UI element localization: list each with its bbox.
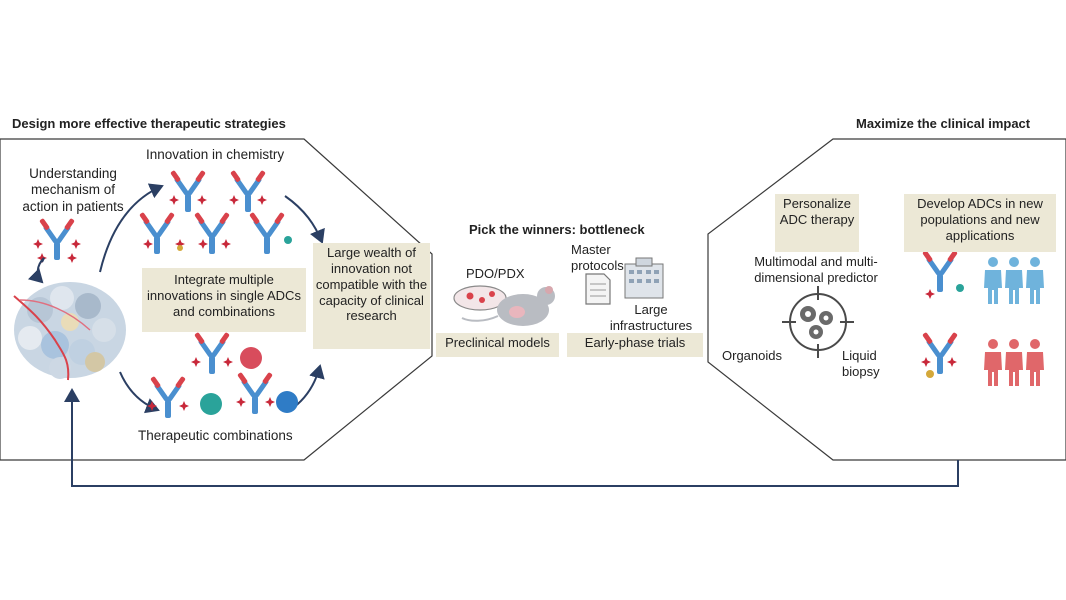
chemistry-label: Innovation in chemistry	[146, 147, 285, 162]
crosshair-icon	[782, 286, 854, 358]
preclinical-box: Preclinical models	[436, 333, 559, 357]
large-wealth-box: Large wealth of innovation not compatibl…	[313, 243, 430, 349]
loop-arrow-icon	[64, 388, 959, 487]
mouse-icon	[461, 286, 555, 326]
gears-icon	[800, 306, 833, 339]
hospital-icon	[624, 257, 664, 299]
understanding-label: Understanding mechanism of action in pat…	[22, 166, 124, 214]
integrate-box: Integrate multiple innovations in single…	[142, 268, 306, 332]
personalize-box: Personalize ADC therapy	[775, 194, 859, 252]
master-label: Master protocols	[571, 242, 624, 273]
infra-label: Large infrastructures	[609, 302, 693, 333]
person-icon-red	[984, 339, 1044, 386]
right-panel-outline	[707, 138, 1066, 461]
document-icon	[585, 273, 611, 305]
develop-box: Develop ADCs in new populations and new …	[904, 194, 1056, 252]
pdo-label: PDO/PDX	[466, 266, 525, 281]
liquid-label: Liquid biopsy	[842, 348, 880, 379]
combinations-label: Therapeutic combinations	[138, 428, 293, 443]
develop-label: Develop ADCs in new populations and new …	[917, 196, 1043, 243]
multimodal-label: Multimodal and multi-dimensional predict…	[754, 254, 878, 285]
large-wealth-label: Large wealth of innovation not compatibl…	[315, 245, 428, 324]
tumor-icon	[13, 282, 126, 381]
preclinical-label: Preclinical models	[445, 335, 550, 350]
early-box: Early-phase trials	[567, 333, 703, 357]
left-panel-outline	[0, 138, 433, 461]
antibody-icon	[39, 217, 75, 260]
personalize-label: Personalize ADC therapy	[779, 196, 855, 227]
early-label: Early-phase trials	[584, 335, 686, 350]
left-heading: Design more effective therapeutic strate…	[12, 116, 286, 131]
integrate-label: Integrate multiple innovations in single…	[147, 272, 301, 319]
middle-title: Pick the winners: bottleneck	[469, 222, 645, 237]
person-icon	[984, 257, 1044, 304]
right-heading: Maximize the clinical impact	[856, 116, 1031, 131]
organoids-label: Organoids	[722, 348, 782, 363]
